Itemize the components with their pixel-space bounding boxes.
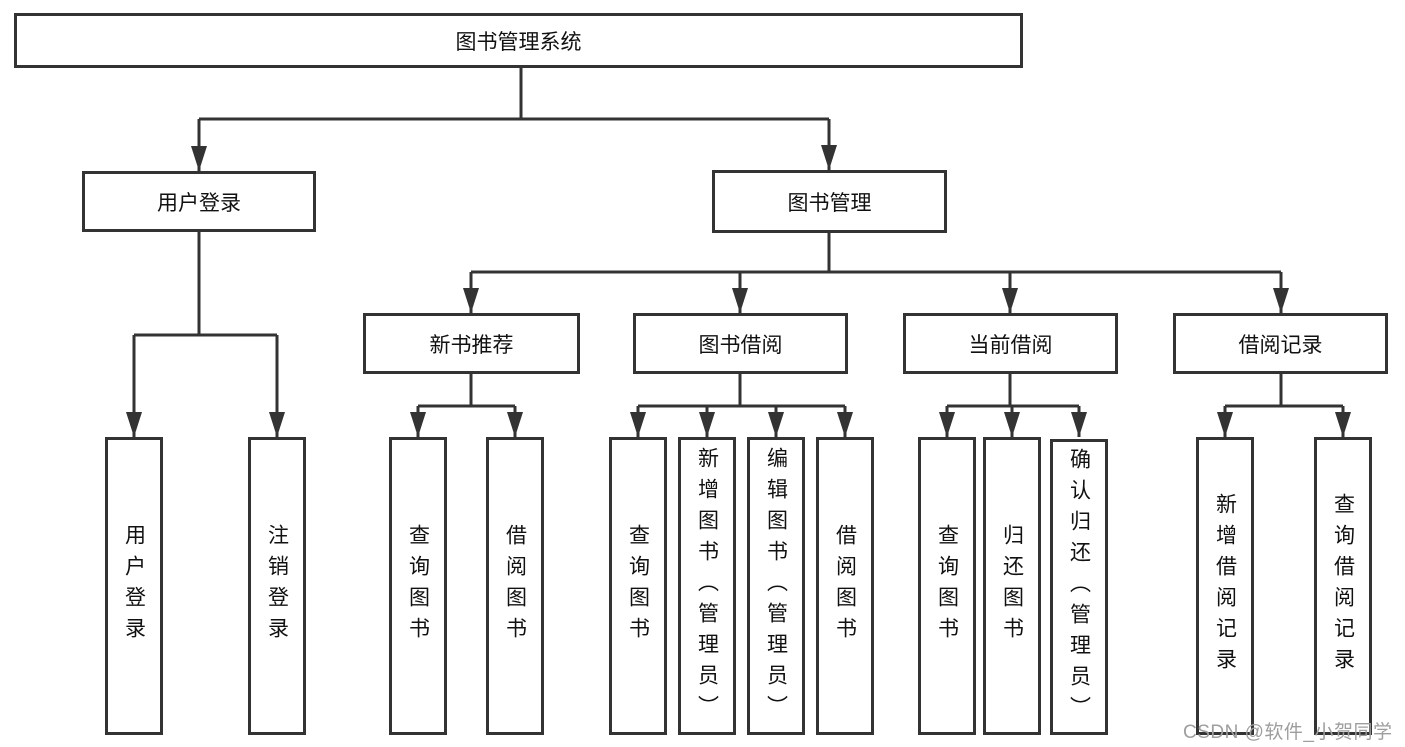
- leaf-user-login: 用户登录: [105, 437, 163, 735]
- leaf-label: 注销登录: [265, 524, 289, 648]
- leaf-recommend-query-books: 查询图书: [389, 437, 447, 735]
- leaf-label: 用户登录: [122, 524, 146, 648]
- leaf-borrowing-borrow-books: 借阅图书: [816, 437, 874, 735]
- node-book-management: 图书管理: [712, 170, 947, 233]
- leaf-records-add-record: 新增借阅记录: [1196, 437, 1254, 735]
- leaf-label: 确认归还（管理员）: [1067, 447, 1091, 727]
- leaf-borrowing-add-books-admin: 新增图书（管理员）: [678, 437, 736, 735]
- leaf-label: 编辑图书（管理员）: [764, 446, 788, 726]
- leaf-current-return-books: 归还图书: [983, 437, 1041, 735]
- leaf-label: 借阅图书: [503, 524, 527, 648]
- leaf-label: 查询图书: [935, 524, 959, 648]
- leaf-label: 查询借阅记录: [1331, 493, 1355, 679]
- leaf-label: 查询图书: [626, 524, 650, 648]
- leaf-recommend-borrow-books: 借阅图书: [486, 437, 544, 735]
- leaf-borrowing-edit-books-admin: 编辑图书（管理员）: [747, 437, 805, 735]
- leaf-records-query-record: 查询借阅记录: [1314, 437, 1372, 735]
- leaf-label: 借阅图书: [833, 524, 857, 648]
- node-book-borrowing: 图书借阅: [633, 313, 848, 374]
- leaf-label: 归还图书: [1000, 524, 1024, 648]
- node-borrowing-records: 借阅记录: [1173, 313, 1388, 374]
- leaf-label: 查询图书: [406, 524, 430, 648]
- leaf-current-query-books: 查询图书: [918, 437, 976, 735]
- csdn-watermark: CSDN @软件_小贺同学: [1183, 722, 1393, 743]
- leaf-current-confirm-return-admin: 确认归还（管理员）: [1050, 439, 1108, 735]
- node-current-borrowing: 当前借阅: [903, 313, 1118, 374]
- node-root: 图书管理系统: [14, 13, 1023, 68]
- leaf-borrowing-query-books: 查询图书: [609, 437, 667, 735]
- node-new-book-recommend: 新书推荐: [363, 313, 580, 374]
- node-user-login: 用户登录: [82, 171, 316, 232]
- leaf-label: 新增借阅记录: [1213, 493, 1237, 679]
- leaf-label: 新增图书（管理员）: [695, 446, 719, 726]
- leaf-logout: 注销登录: [248, 437, 306, 735]
